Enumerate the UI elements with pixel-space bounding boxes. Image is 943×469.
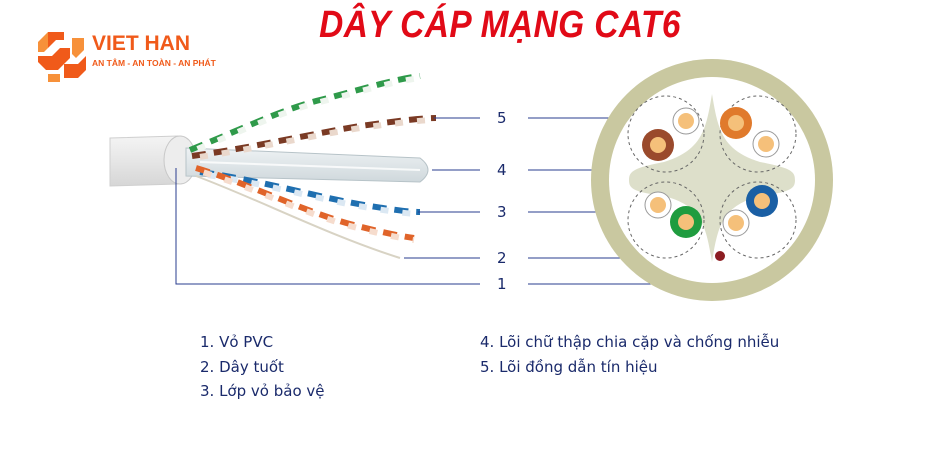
rip-cord bbox=[195, 175, 401, 259]
callout-lines-left bbox=[175, 117, 480, 285]
viet-han-logo-icon bbox=[38, 32, 86, 82]
callout-4: 4 bbox=[497, 161, 507, 179]
callout-3: 3 bbox=[497, 203, 507, 221]
brown-pair bbox=[191, 115, 437, 161]
legend-item-4: 4. Lõi chữ thập chia cặp và chống nhiễu bbox=[480, 333, 780, 351]
page-title: DÂY CÁP MẠNG CAT6 bbox=[319, 4, 681, 46]
blue-pair bbox=[199, 169, 421, 217]
logo-slogan: AN TÂM - AN TOÀN - AN PHÁT bbox=[92, 58, 216, 68]
callout-2: 2 bbox=[497, 249, 507, 267]
callout-1: 1 bbox=[497, 275, 507, 293]
legend-item-2: 2. Dây tuốt bbox=[200, 358, 284, 376]
green-pair bbox=[188, 73, 421, 155]
legend-item-1: 1. Vỏ PVC bbox=[200, 333, 274, 351]
cable-jacket bbox=[109, 135, 197, 187]
orange-pair bbox=[195, 165, 415, 243]
cable-cross-section bbox=[591, 59, 833, 301]
cross-separator bbox=[185, 147, 429, 183]
callout-5: 5 bbox=[497, 109, 507, 127]
legend-item-3: 3. Lớp vỏ bảo vệ bbox=[200, 382, 325, 400]
legend-item-5: 5. Lõi đồng dẫn tín hiệu bbox=[480, 358, 658, 376]
logo-brand: VIET HAN bbox=[92, 32, 191, 55]
